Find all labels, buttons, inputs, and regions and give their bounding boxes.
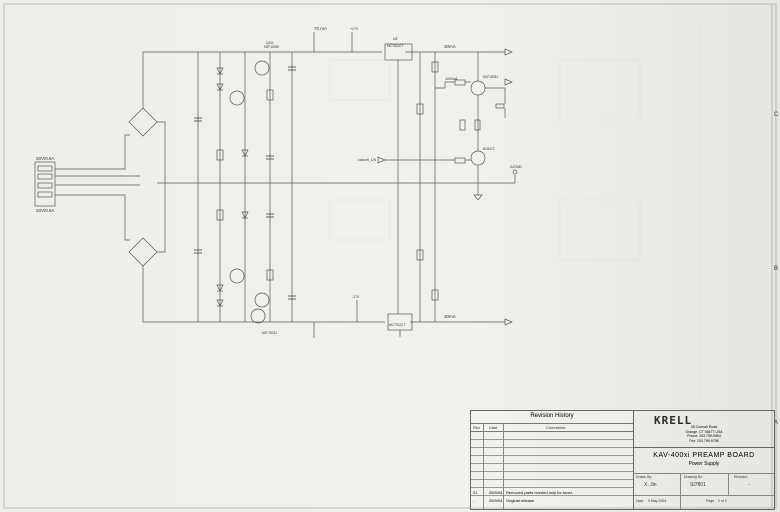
- rev-comment: Removed parts needed only for tuner.: [506, 490, 573, 495]
- company-logo: KRELL: [654, 414, 693, 427]
- connector-top-label: 20V/0.5A: [36, 156, 55, 161]
- revision-history-block: Revision History Rev Date Comments 01 05…: [470, 410, 634, 510]
- revision-entry-2: - 05/9/04 Original release.: [473, 498, 535, 503]
- rev-col-header: Rev: [473, 425, 481, 430]
- rev-date: 05/9/04: [489, 490, 503, 495]
- vminus-label: -17V: [352, 295, 360, 299]
- logo-box: KRELL 45 Connair Road Orange, CT 06477 U…: [634, 411, 774, 448]
- bridge-rectifier-top: [128, 107, 158, 137]
- drawing-no-label: Drawing No.: [684, 475, 704, 479]
- q-top-part: MJF15030: [264, 45, 279, 49]
- revision-label: Revision: [734, 475, 748, 479]
- transformer-connector: [34, 161, 56, 207]
- u8-part: MC7812CT: [387, 44, 403, 48]
- svg-text:B: B: [774, 266, 778, 272]
- drawn-by-value: X. Jin: [644, 482, 657, 488]
- date-value: 9 May 2004: [648, 499, 667, 503]
- cancel-label: cancel_LN: [358, 158, 376, 162]
- drawn-by-label: Drawn By:: [636, 475, 653, 479]
- connector-bottom-label: 20V/0.5A: [36, 208, 55, 213]
- q-top-label: Q101: [266, 41, 274, 45]
- revision-entry-1: 01 05/9/04 Removed parts needed only for…: [473, 490, 573, 495]
- rev-comment: Original release.: [506, 498, 536, 503]
- board-subtitle: Power Supply: [688, 461, 720, 467]
- rev-date: 05/9/04: [489, 498, 503, 503]
- revision-history-title: Revision History: [530, 413, 574, 419]
- q-bottom-part: MJF15031: [262, 331, 277, 335]
- page-label: Page: [706, 499, 715, 503]
- vplus-label: +17V: [350, 27, 359, 31]
- transistor-q101: [254, 60, 270, 76]
- current-mid: 100mA: [445, 76, 458, 81]
- regulator-7812: [384, 43, 413, 61]
- rev-number: 01: [473, 490, 478, 495]
- u8-label: U8: [393, 37, 398, 41]
- title-block: KRELL 45 Connair Road Orange, CT 06477 U…: [633, 410, 775, 510]
- agnd-label: AGND: [510, 164, 522, 169]
- company-address: 45 Connair Road Orange, CT 06477 USA Pho…: [685, 425, 723, 443]
- revision-value: -: [748, 482, 750, 488]
- revision-history-header: Rev Date Comments: [471, 423, 633, 432]
- current-top-right: 30mA: [444, 44, 456, 49]
- bridge-rectifier-bottom: [128, 237, 158, 267]
- svg-text:C: C: [774, 112, 779, 118]
- q-right-top-part: MJF15031: [483, 75, 498, 79]
- comments-col-header: Comments: [546, 425, 566, 430]
- rev-number: -: [473, 498, 475, 503]
- svg-text:A: A: [774, 420, 778, 426]
- current-bottom-right: 30mA: [444, 314, 456, 319]
- drawing-no-value: SI7801: [690, 482, 706, 488]
- current-top-left: 70 mA: [314, 26, 327, 31]
- regulator-7912: [387, 313, 413, 331]
- date-label: Date: [636, 499, 644, 503]
- u9-part: MC7912CT: [389, 323, 405, 327]
- q-right-mid-part: BC847C: [483, 147, 496, 151]
- board-title: KAV-400xi PREAMP BOARD: [653, 452, 755, 459]
- page-value: 2 of 3: [718, 499, 727, 503]
- date-col-header: Date: [489, 425, 498, 430]
